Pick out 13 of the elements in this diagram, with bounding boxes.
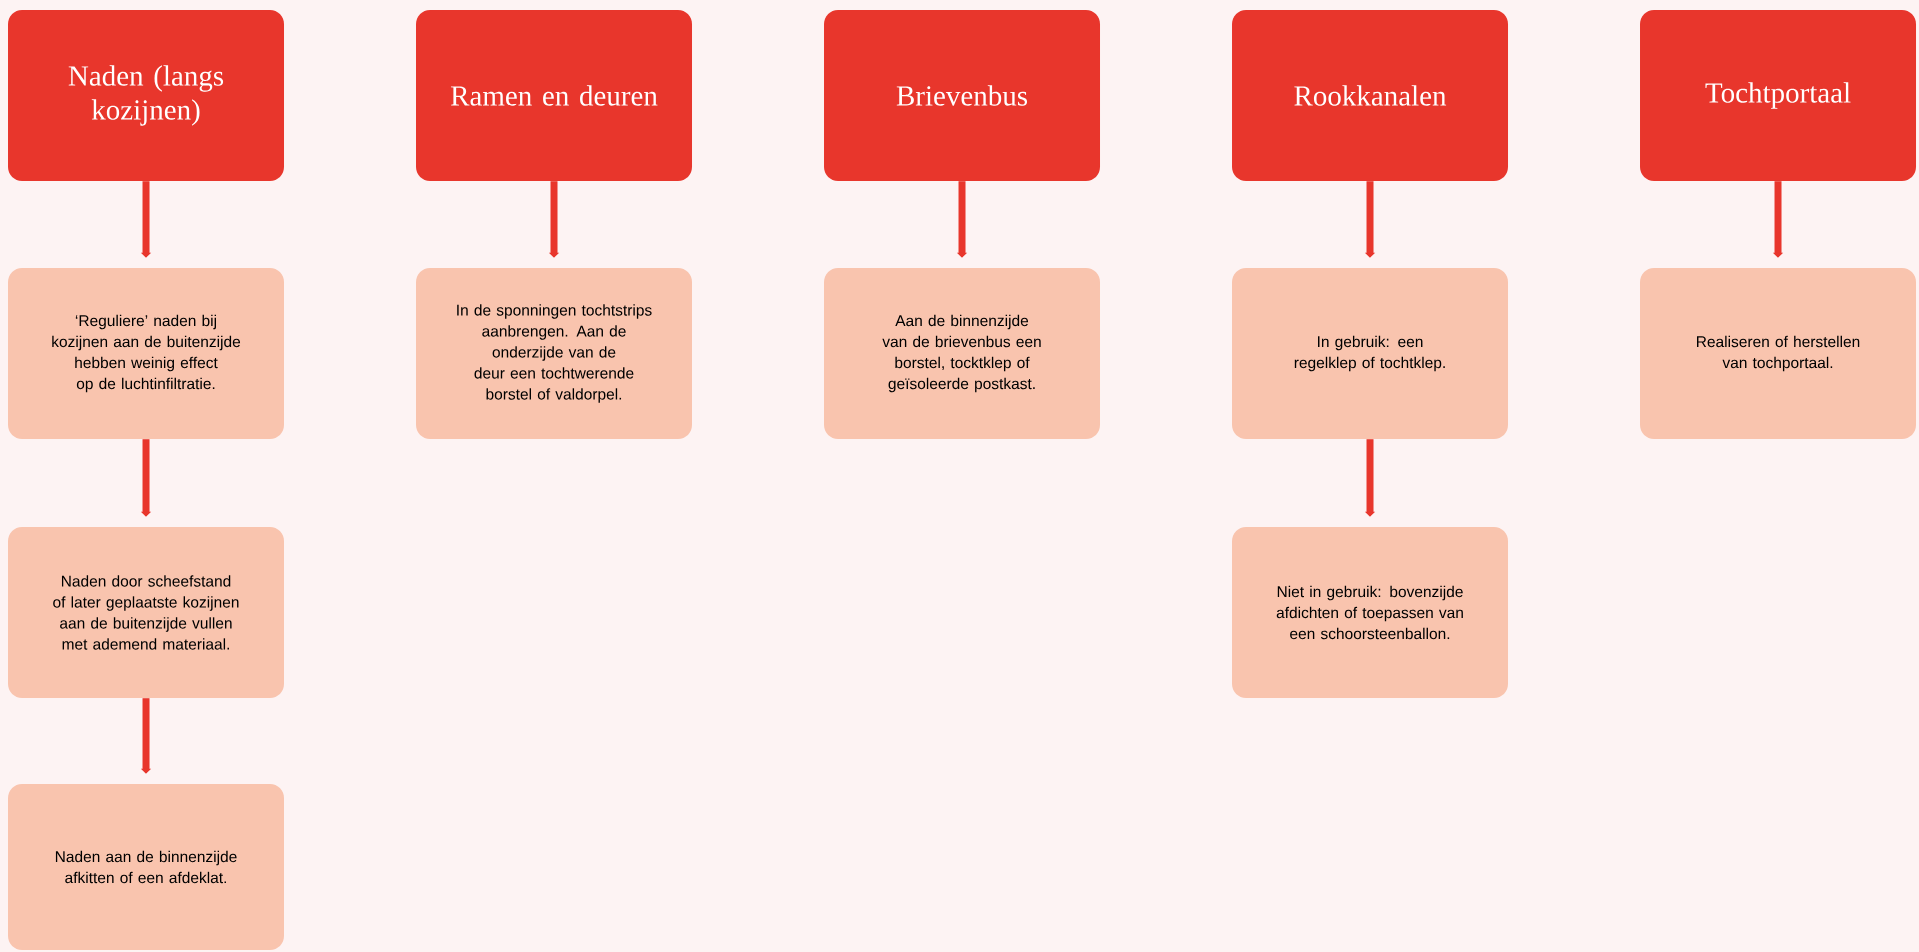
header-box: Brievenbus [824, 10, 1100, 181]
header-box: Rookkanalen [1232, 10, 1508, 181]
text-box: Realiseren of herstellen van tochportaal. [1640, 268, 1916, 439]
text-box: In de sponningen tochtstrips aanbrengen. Aan de onderzijde van de deur een tochtwerende borstel of valdorpel. [416, 268, 692, 439]
text-box: Niet in gebruik: bovenzijde afdichten of toepassen van een schoorsteenballon. [1232, 527, 1508, 698]
text-box: Naden aan de binnenzijde afkitten of een afdeklat. [8, 784, 284, 950]
header-box: Ramen en deuren [416, 10, 692, 181]
header-box: Tochtportaal [1640, 10, 1916, 181]
text-box: Aan de binnenzijde van de brievenbus een borstel, tocktklep of geïsoleerde postkast. [824, 268, 1100, 439]
header-box: Naden (langs kozijnen) [8, 10, 284, 181]
text-box: In gebruik: een regelklep of tochtklep. [1232, 268, 1508, 439]
text-box: Naden door scheefstand of later geplaatste kozijnen aan de buitenzijde vullen met ademend materiaal. [8, 527, 284, 698]
text-box: ‘Reguliere’ naden bij kozijnen aan de buitenzijde hebben weinig effect op de luchtinfiltratie. [8, 268, 284, 439]
